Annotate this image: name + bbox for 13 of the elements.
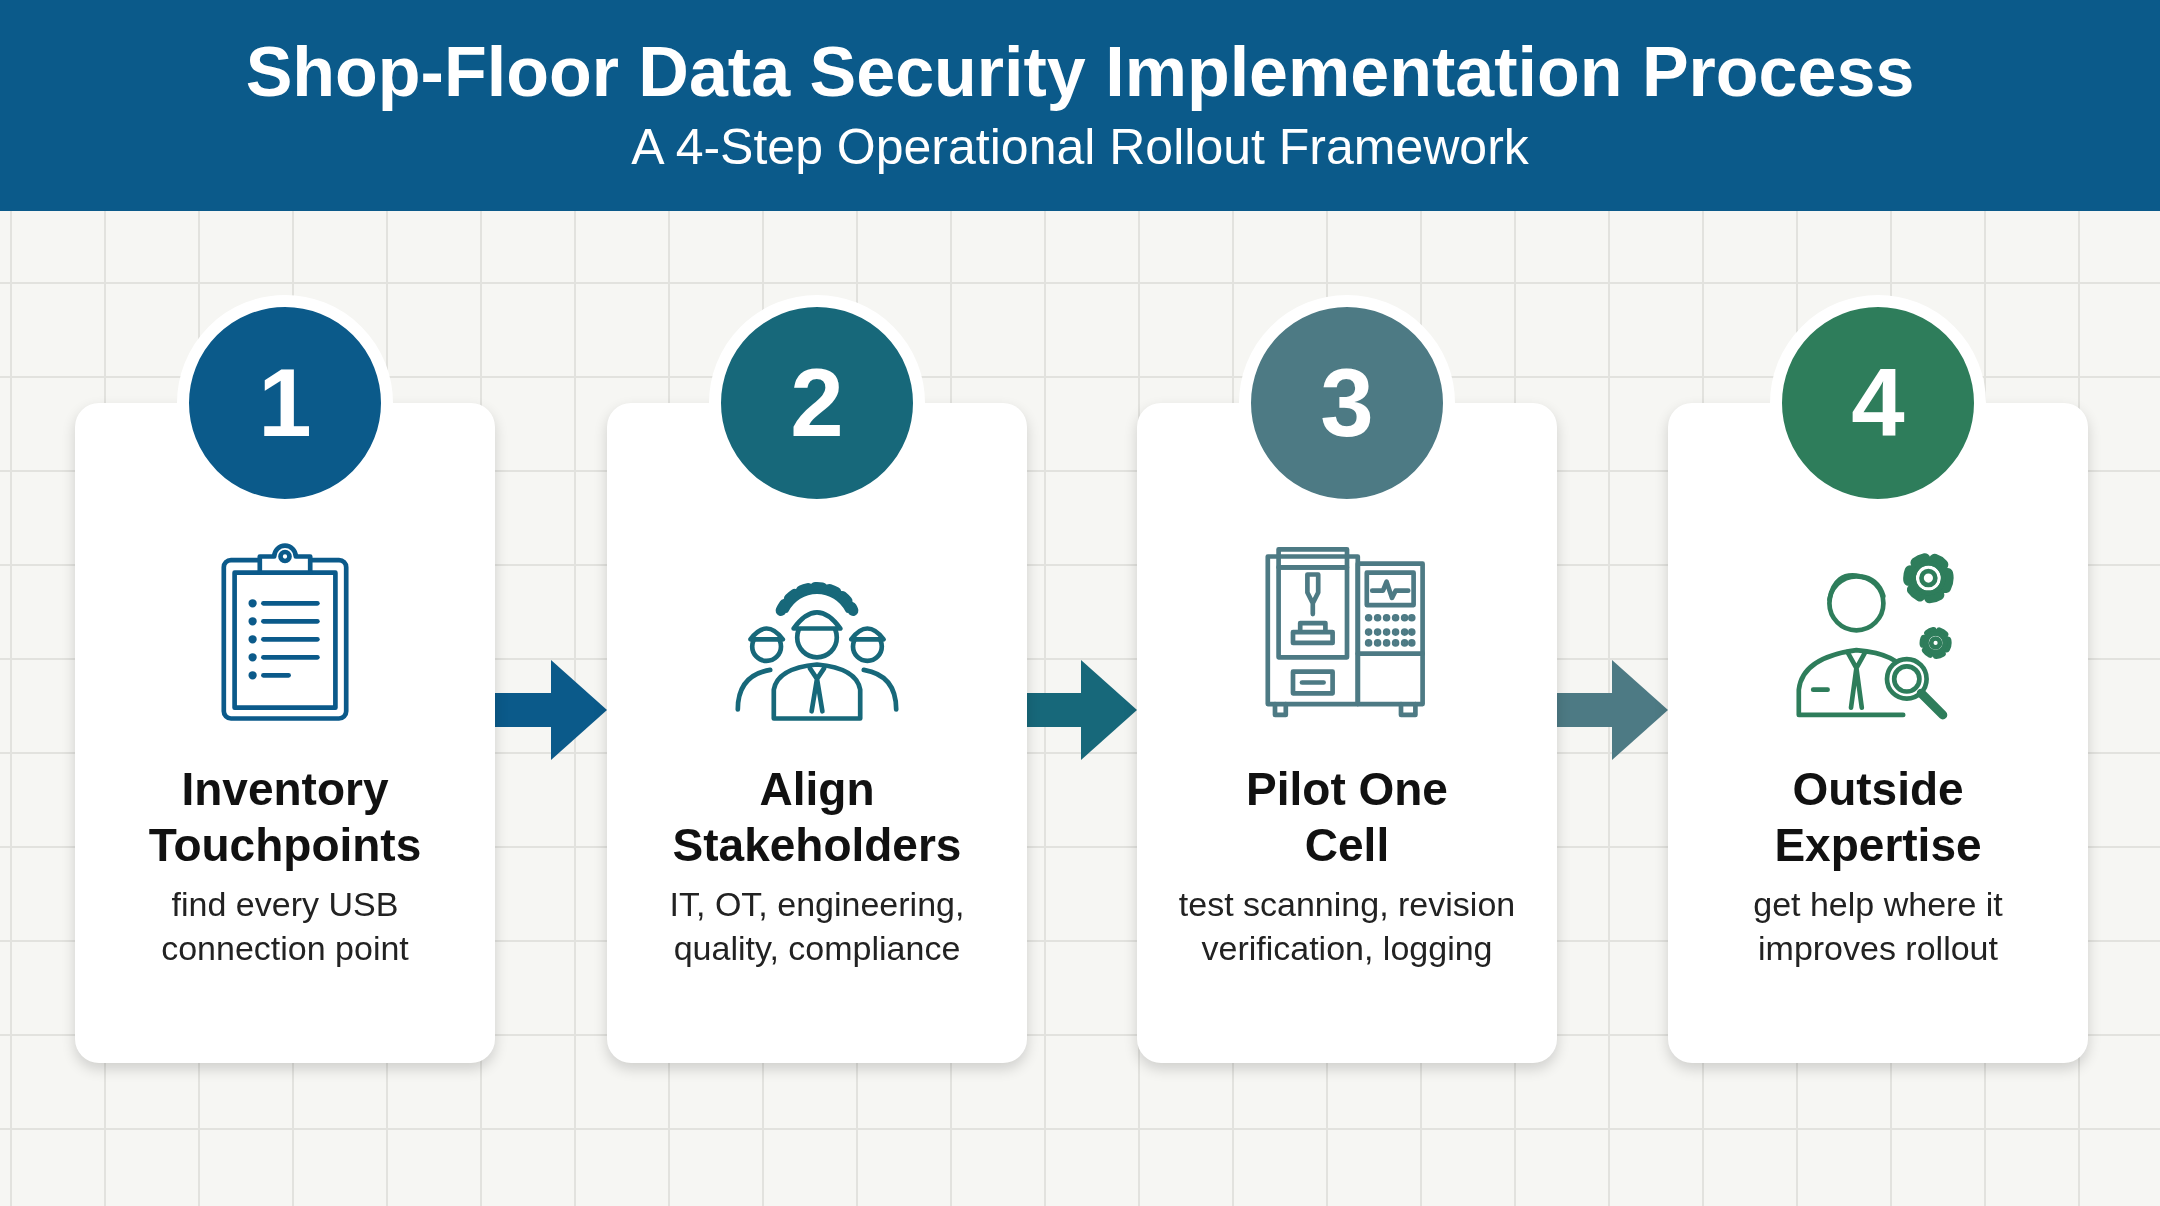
arrow xyxy=(1557,660,1668,760)
step-title: Align Stakeholders xyxy=(671,762,963,874)
step-title: Pilot One Cell xyxy=(1245,762,1449,874)
step-description: test scanning, revision verification, logging xyxy=(1177,884,1517,969)
arrow xyxy=(495,660,607,760)
arrow xyxy=(1027,660,1137,760)
step-description: find every USB connection point xyxy=(160,884,410,969)
step-title: Outside Expertise xyxy=(1773,762,1983,874)
subtitle: A 4-Step Operational Rollout Framework xyxy=(631,119,1529,177)
title: Shop-Floor Data Security Implementation Process xyxy=(245,34,1915,112)
step-description: get help where it improves rollout xyxy=(1752,884,2004,969)
step-description: IT, OT, engineering, quality, compliance xyxy=(668,884,966,969)
step-title: Inventory Touchpoints xyxy=(147,762,423,874)
